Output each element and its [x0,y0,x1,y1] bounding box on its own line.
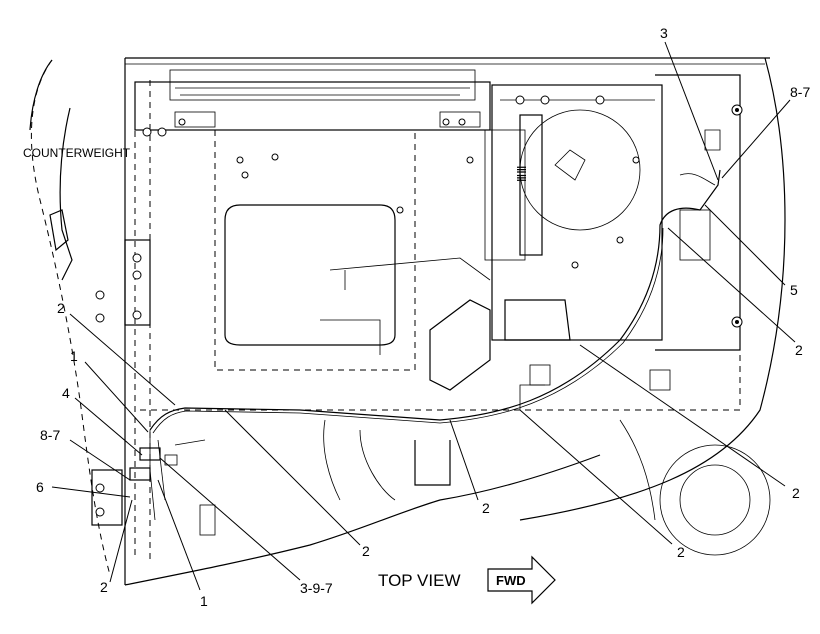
callout-2-bottom-left-center: 2 [362,543,370,559]
counterweight-label: COUNTERWEIGHT [23,146,131,160]
callout-2-right-upper: 2 [795,342,803,358]
counterweight-outline [29,59,111,576]
callout-4: 4 [62,385,70,401]
callout-1-upper: 1 [70,348,78,364]
callout-2-bottom-center: 2 [482,500,490,516]
callouts: 3 8-7 5 2 2 2 2 2 2 1 4 8-7 6 2 1 3-9-7 [36,25,810,609]
leader-lines [51,41,796,591]
callout-6: 6 [36,479,44,495]
callout-8-7-left: 8-7 [40,427,60,443]
fwd-arrow: FWD [487,555,556,605]
callout-5: 5 [790,282,798,298]
callout-2-bottom-left: 2 [100,579,108,595]
callout-8-7-top: 8-7 [790,84,810,100]
callout-1-lower: 1 [200,593,208,609]
callout-3: 3 [660,25,668,41]
left-bracket [91,239,178,526]
floor-plate [214,130,474,371]
harness-wires [149,169,721,521]
callout-2-top-left: 2 [57,300,65,316]
main-frame [124,57,786,586]
callout-2-bottom-right: 2 [677,544,685,560]
pump-assembly: ⅢⅢ [429,84,663,391]
callout-2-right-lower: 2 [792,485,800,501]
top-view-label: TOP VIEW [378,571,461,590]
callout-3-9-7: 3-9-7 [300,580,333,596]
lower-wheel-area [199,364,771,556]
svg-text:ⅢⅢ: ⅢⅢ [515,165,529,182]
top-tray-assembly [134,69,491,137]
right-upper-components [655,74,743,351]
fwd-label: FWD [496,573,526,588]
